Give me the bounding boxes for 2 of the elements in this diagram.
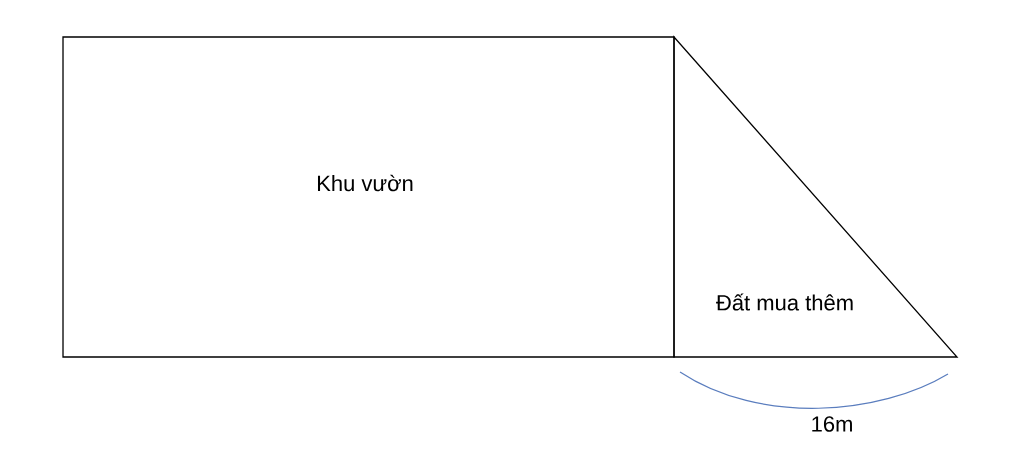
garden-area: Khu vườn [62, 36, 675, 358]
dimension-label: 16m [812, 416, 852, 432]
